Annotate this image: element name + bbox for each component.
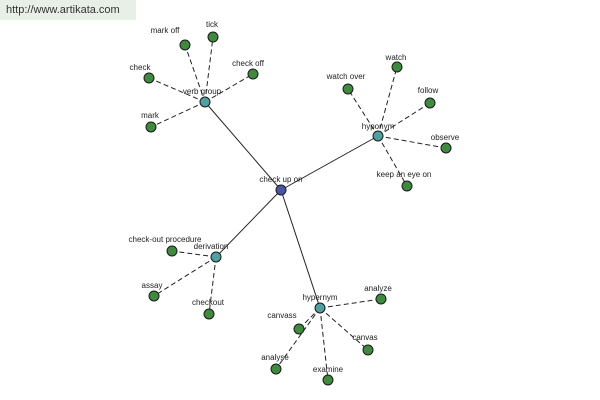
node-canvas[interactable] bbox=[362, 344, 374, 356]
node-check-off[interactable] bbox=[247, 68, 259, 80]
source-url-banner[interactable]: http://www.artikata.com bbox=[0, 0, 136, 20]
node-analyze[interactable] bbox=[375, 293, 387, 305]
node-observe[interactable] bbox=[440, 142, 452, 154]
edge-center-to-hyponym bbox=[280, 135, 379, 191]
edge-hypernym-to-analyze bbox=[319, 298, 382, 309]
label-follow: follow bbox=[418, 86, 439, 95]
node-derivation[interactable] bbox=[210, 251, 222, 263]
node-hyponym[interactable] bbox=[372, 130, 384, 142]
edge-verb-group-to-check-off bbox=[204, 73, 254, 103]
edge-verb-group-to-mark-off bbox=[184, 44, 206, 103]
label-check-out-procedure: check-out procedure bbox=[129, 235, 202, 244]
node-mark-off[interactable] bbox=[179, 39, 191, 51]
edge-hypernym-to-canvas bbox=[319, 307, 369, 351]
edge-hyponym-to-follow bbox=[377, 102, 431, 137]
node-keep-an-eye-on[interactable] bbox=[401, 180, 413, 192]
edge-center-to-derivation bbox=[215, 189, 282, 258]
node-watch[interactable] bbox=[391, 61, 403, 73]
label-checkout: checkout bbox=[192, 298, 225, 307]
label-mark-off: mark off bbox=[151, 26, 181, 35]
label-check-off: check off bbox=[232, 59, 265, 68]
label-hyponym: hyponym bbox=[362, 122, 395, 131]
node-center[interactable] bbox=[275, 184, 287, 196]
node-check-out-procedure[interactable] bbox=[166, 245, 178, 257]
node-hypernym[interactable] bbox=[314, 302, 326, 314]
edge-hyponym-to-watch-over bbox=[347, 88, 379, 137]
node-analyse[interactable] bbox=[270, 363, 282, 375]
label-keep-an-eye-on: keep an eye on bbox=[377, 170, 432, 179]
label-center: check up on bbox=[259, 175, 302, 184]
edge-center-to-verb-group bbox=[204, 101, 282, 191]
edge-center-to-hypernym bbox=[280, 189, 321, 309]
label-watch-over: watch over bbox=[326, 72, 366, 81]
label-analyse: analyse bbox=[261, 353, 289, 362]
node-examine[interactable] bbox=[322, 374, 334, 386]
edge-hypernym-to-examine bbox=[319, 307, 329, 381]
edge-verb-group-to-check bbox=[148, 77, 206, 103]
node-checkout[interactable] bbox=[203, 308, 215, 320]
edge-derivation-to-checkout bbox=[208, 256, 217, 315]
label-verb-group: verb group bbox=[183, 87, 222, 96]
node-mark[interactable] bbox=[145, 121, 157, 133]
edge-hypernym-to-analyse bbox=[275, 307, 321, 370]
label-analyze: analyze bbox=[364, 284, 392, 293]
label-tick: tick bbox=[206, 20, 219, 29]
label-assay: assay bbox=[142, 281, 163, 290]
node-tick[interactable] bbox=[207, 31, 219, 43]
node-check[interactable] bbox=[143, 72, 155, 84]
label-mark: mark bbox=[141, 111, 160, 120]
node-watch-over[interactable] bbox=[342, 83, 354, 95]
edge-derivation-to-check-out-procedure bbox=[171, 250, 217, 258]
node-assay[interactable] bbox=[148, 290, 160, 302]
label-check: check bbox=[130, 63, 152, 72]
node-follow[interactable] bbox=[424, 97, 436, 109]
edge-verb-group-to-tick bbox=[204, 36, 214, 103]
label-watch: watch bbox=[385, 53, 407, 62]
label-canvas: canvas bbox=[352, 333, 377, 342]
label-observe: observe bbox=[431, 133, 460, 142]
label-hypernym: hypernym bbox=[302, 293, 337, 302]
edge-verb-group-to-mark bbox=[150, 101, 206, 128]
node-verb-group[interactable] bbox=[199, 96, 211, 108]
edge-hyponym-to-observe bbox=[377, 135, 447, 149]
node-canvass[interactable] bbox=[293, 323, 305, 335]
edge-hyponym-to-keep-an-eye-on bbox=[377, 135, 408, 187]
edge-hyponym-to-watch bbox=[377, 66, 398, 137]
label-derivation: derivation bbox=[194, 242, 229, 251]
label-canvass: canvass bbox=[267, 311, 296, 320]
label-examine: examine bbox=[313, 365, 344, 374]
edge-derivation-to-assay bbox=[153, 256, 217, 297]
